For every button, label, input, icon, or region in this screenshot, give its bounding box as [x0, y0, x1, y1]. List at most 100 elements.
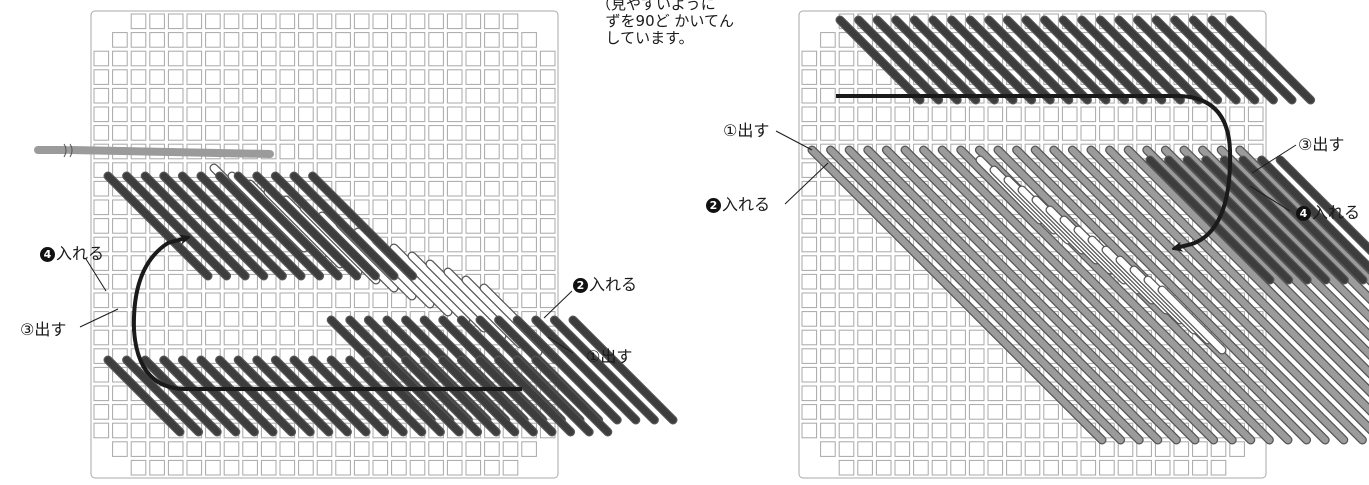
grid-hole — [391, 106, 407, 123]
white-stitch — [462, 276, 542, 356]
grid-hole — [223, 441, 240, 457]
grid-hole — [801, 311, 818, 327]
grid-hole — [521, 69, 537, 85]
grid-hole — [167, 50, 184, 67]
grid-hole — [223, 32, 240, 48]
grid-hole — [1006, 125, 1022, 141]
grid-hole — [484, 180, 500, 197]
grid-hole — [112, 199, 128, 216]
grid-hole — [913, 348, 929, 364]
grid-hole — [913, 329, 929, 346]
dark-stitch — [216, 356, 295, 436]
dark-stitch — [551, 316, 658, 424]
grid-hole — [279, 32, 296, 48]
gray-stitch — [1106, 146, 1369, 414]
grid-hole — [894, 255, 911, 271]
dark-stitch — [402, 356, 481, 436]
gray-stitch — [1050, 146, 1348, 444]
grid-hole — [838, 50, 855, 67]
grid-hole — [857, 366, 873, 383]
grid-hole — [1173, 125, 1190, 141]
grid-hole — [372, 162, 389, 178]
grid-hole — [1247, 106, 1264, 123]
grid-hole — [186, 32, 203, 48]
grid-hole — [409, 180, 426, 197]
grid-hole — [93, 199, 110, 216]
grid-hole — [130, 50, 147, 67]
dark-stitch — [569, 316, 677, 424]
grid-hole — [391, 441, 407, 457]
grid-hole — [93, 236, 110, 253]
grid-hole — [894, 459, 911, 476]
grid-hole — [820, 292, 836, 309]
grid-hole — [987, 459, 1004, 476]
grid-hole — [502, 199, 519, 216]
grid-hole — [260, 50, 277, 67]
grid-hole — [353, 441, 370, 457]
grid-hole — [353, 143, 370, 160]
grid-hole — [875, 236, 892, 253]
grid-hole — [242, 292, 258, 309]
grid-hole — [931, 348, 948, 364]
grid-hole — [1210, 441, 1227, 457]
grid-hole — [391, 162, 407, 178]
grid-hole — [167, 87, 184, 104]
grid-hole — [1210, 459, 1227, 476]
grid-hole — [521, 32, 537, 48]
grid-hole — [298, 143, 314, 160]
grid-hole — [149, 329, 165, 346]
grid-hole — [465, 162, 482, 178]
grid-hole — [484, 459, 500, 476]
grid-hole — [838, 218, 855, 234]
grid-hole — [242, 441, 258, 457]
grid-hole — [950, 311, 966, 327]
grid-hole — [1080, 459, 1097, 476]
dark-stitch — [346, 356, 426, 436]
grid-hole — [446, 441, 463, 457]
grid-hole — [428, 125, 444, 141]
grid-hole — [465, 69, 482, 85]
white-stitch — [1158, 286, 1226, 354]
grid-hole — [428, 162, 444, 178]
grid-hole — [913, 106, 929, 123]
grid-hole — [502, 162, 519, 178]
grid-hole — [391, 292, 407, 309]
grid-hole — [1154, 459, 1171, 476]
grid-hole — [279, 50, 296, 67]
grid-hole — [1006, 441, 1022, 457]
grid-hole — [186, 69, 203, 85]
dark-stitch — [234, 356, 314, 436]
dark-stitch — [309, 172, 416, 280]
grid-hole — [465, 50, 482, 67]
grid-hole — [820, 87, 836, 104]
grid-hole — [446, 106, 463, 123]
grid-hole — [279, 143, 296, 160]
dark-stitch — [1183, 156, 1311, 284]
grid-hole — [298, 32, 314, 48]
grid-hole — [838, 199, 855, 216]
grid-hole — [242, 311, 258, 327]
grid-hole — [838, 69, 855, 85]
grid-hole — [93, 125, 110, 141]
grid-hole — [857, 125, 873, 141]
grid-hole — [186, 292, 203, 309]
grid-hole — [1006, 422, 1022, 439]
grid-hole — [820, 106, 836, 123]
grid-hole — [409, 218, 426, 234]
grid-hole — [428, 32, 444, 48]
grid-hole — [446, 125, 463, 141]
grid-hole — [521, 87, 537, 104]
grid-hole — [1192, 459, 1208, 476]
grid-hole — [112, 125, 128, 141]
grid-hole — [335, 292, 351, 309]
grid-hole — [130, 106, 147, 123]
grid-hole — [801, 125, 818, 141]
grid-hole — [316, 125, 333, 141]
grid-hole — [112, 311, 128, 327]
grid-hole — [857, 404, 873, 420]
grid-hole — [372, 143, 389, 160]
number-2-marker: 2 — [573, 278, 588, 293]
grid-hole — [875, 422, 892, 439]
grid-hole — [149, 311, 165, 327]
grid-hole — [465, 32, 482, 48]
